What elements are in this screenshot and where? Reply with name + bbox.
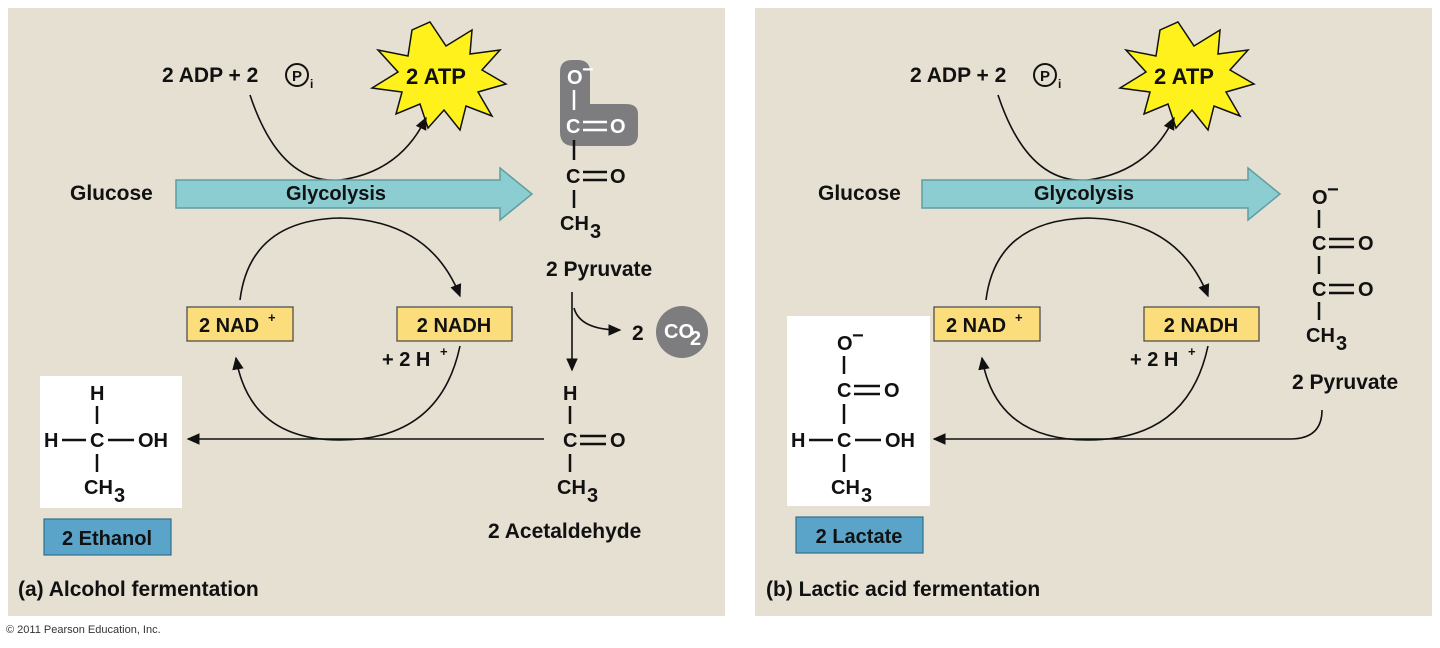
lactate-h-left: H bbox=[791, 430, 805, 452]
pyruvate-b-c1: C bbox=[1312, 233, 1326, 255]
co2-bubble-icon bbox=[656, 306, 708, 358]
nad-box-b bbox=[933, 306, 1041, 342]
acetaldehyde-h: H bbox=[563, 383, 577, 405]
glycolysis-arrow bbox=[175, 166, 534, 222]
acetaldehyde-label: 2 Acetaldehyde bbox=[488, 520, 641, 543]
phosphate-symbol-b: P bbox=[1040, 68, 1050, 85]
pyruvate-a-c2: C bbox=[566, 166, 580, 188]
phosphate-icon-b bbox=[1033, 63, 1057, 87]
pyruvate-b-sub3: 3 bbox=[1336, 333, 1347, 355]
acetaldehyde-c1: C bbox=[563, 430, 577, 452]
glycolysis-arrow-b bbox=[921, 166, 1282, 222]
pyruvate-b-minus: − bbox=[1327, 179, 1339, 201]
ethanol-product-box bbox=[43, 518, 172, 556]
lactate-structure-box bbox=[787, 316, 930, 506]
nadh-to-nad-arrow-b bbox=[978, 345, 1209, 441]
h-plus-charge-b: + bbox=[1188, 344, 1196, 359]
pyruvate-a-sub3: 3 bbox=[590, 221, 601, 243]
ethanol-oh: OH bbox=[138, 430, 168, 452]
atp-starburst-icon-b bbox=[1117, 21, 1256, 132]
adp-pi-label: 2 ADP + 2 bbox=[162, 64, 258, 87]
ethanol-sub3: 3 bbox=[114, 485, 125, 507]
lactate-minus: − bbox=[852, 325, 864, 347]
phosphate-icon bbox=[285, 63, 309, 87]
atp-starburst-icon bbox=[369, 21, 508, 132]
ethanol-h-top: H bbox=[90, 383, 104, 405]
ethanol-product-label: 2 Ethanol bbox=[62, 528, 152, 550]
nad-charge: + bbox=[268, 310, 276, 325]
adp-pi-label-b: 2 ADP + 2 bbox=[910, 64, 1006, 87]
panel-lactic-acid-fermentation: 2 ADP + 2 P i 2 ATP Glucose Glycolysis 2… bbox=[755, 8, 1432, 616]
pyruvate-a-label: 2 Pyruvate bbox=[546, 258, 652, 281]
phosphate-subscript-b: i bbox=[1058, 77, 1061, 91]
phosphate-symbol: P bbox=[292, 68, 302, 85]
h-plus-charge: + bbox=[440, 344, 448, 359]
pyruvate-a-o1: O bbox=[610, 116, 626, 138]
co2-label: CO bbox=[664, 321, 694, 343]
lactate-product-box bbox=[795, 516, 924, 554]
co2-coefficient: 2 bbox=[632, 322, 644, 345]
pyruvate-b-ominus: O bbox=[1312, 187, 1328, 209]
nad-box bbox=[186, 306, 294, 342]
nad-label: 2 NAD bbox=[199, 315, 259, 337]
panel-a-caption: (a) Alcohol fermentation bbox=[18, 578, 259, 601]
lactate-ch: CH bbox=[831, 477, 860, 499]
panel-b-caption: (b) Lactic acid fermentation bbox=[766, 578, 1040, 601]
lactate-sub3: 3 bbox=[861, 485, 872, 507]
lactate-c2: C bbox=[837, 430, 851, 452]
reduction-arrow-b bbox=[932, 409, 1323, 445]
pyruvate-b-o1: O bbox=[1358, 233, 1374, 255]
glucose-label: Glucose bbox=[70, 182, 153, 205]
nadh-box bbox=[396, 306, 513, 342]
copyright-notice: © 2011 Pearson Education, Inc. bbox=[6, 624, 161, 636]
pyruvate-a-ch: CH bbox=[560, 213, 589, 235]
pyruvate-b-o2: O bbox=[1358, 279, 1374, 301]
glucose-label-b: Glucose bbox=[818, 182, 901, 205]
pyruvate-b-label: 2 Pyruvate bbox=[1292, 371, 1398, 394]
pyruvate-a-ominus: O bbox=[567, 67, 583, 89]
pyruvate-a-minus: − bbox=[582, 59, 594, 81]
pyruvate-a-c1: C bbox=[566, 116, 580, 138]
carboxyl-highlight bbox=[560, 60, 638, 146]
lactate-product-label: 2 Lactate bbox=[816, 526, 903, 548]
nadh-to-nad-arrow bbox=[232, 345, 461, 441]
acetaldehyde-ch: CH bbox=[557, 477, 586, 499]
pyruvate-a-o2: O bbox=[610, 166, 626, 188]
co2-release-arrow bbox=[573, 307, 622, 336]
lactate-ominus: O bbox=[837, 333, 853, 355]
h-plus-label: + 2 H bbox=[382, 349, 430, 371]
nad-charge-b: + bbox=[1015, 310, 1023, 325]
phosphate-subscript: i bbox=[310, 77, 313, 91]
glycolysis-label-b: Glycolysis bbox=[1034, 183, 1134, 205]
ethanol-h-left: H bbox=[44, 430, 58, 452]
co2-subscript: 2 bbox=[690, 328, 701, 350]
atp-label: 2 ATP bbox=[406, 64, 466, 89]
acetaldehyde-sub3: 3 bbox=[587, 485, 598, 507]
h-plus-label-b: + 2 H bbox=[1130, 349, 1178, 371]
panel-alcohol-fermentation: 2 ADP + 2 P i 2 ATP Glucose Glycolysis 2… bbox=[8, 8, 725, 616]
nad-label-b: 2 NAD bbox=[946, 315, 1006, 337]
lactate-oh: OH bbox=[885, 430, 915, 452]
pyruvate-b-c2: C bbox=[1312, 279, 1326, 301]
nadh-box-b bbox=[1143, 306, 1260, 342]
lactate-c1: C bbox=[837, 380, 851, 402]
glycolysis-label: Glycolysis bbox=[286, 183, 386, 205]
pyruvate-b-ch: CH bbox=[1306, 325, 1335, 347]
atp-label-b: 2 ATP bbox=[1154, 64, 1214, 89]
nadh-label-b: 2 NADH bbox=[1164, 315, 1238, 337]
ethanol-c: C bbox=[90, 430, 104, 452]
acetaldehyde-o: O bbox=[610, 430, 626, 452]
nad-to-nadh-arrow bbox=[239, 217, 462, 301]
ethanol-structure-box bbox=[40, 376, 182, 508]
lactate-o: O bbox=[884, 380, 900, 402]
ethanol-ch: CH bbox=[84, 477, 113, 499]
nad-to-nadh-arrow-b bbox=[985, 217, 1210, 301]
nadh-label: 2 NADH bbox=[417, 315, 491, 337]
